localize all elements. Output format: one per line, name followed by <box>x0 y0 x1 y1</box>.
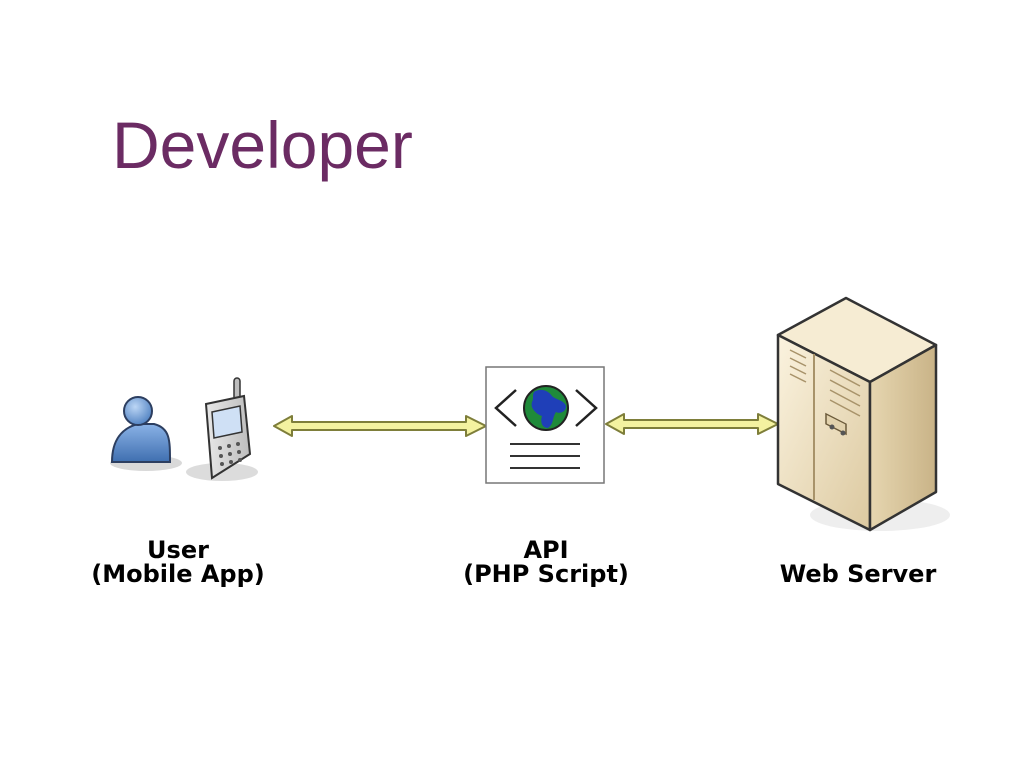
arrow-user-api <box>273 415 487 437</box>
api-label-line2: (PHP Script) <box>463 560 629 588</box>
mobile-phone-icon <box>186 377 258 481</box>
user-label-line2: (Mobile App) <box>91 560 265 588</box>
arrow-api-server <box>605 413 779 435</box>
user-icon <box>110 396 182 471</box>
api-label-line1: API <box>523 536 568 564</box>
slide-title: Developer <box>112 108 413 182</box>
web-page-globe-icon <box>485 366 605 484</box>
server-tower-icon <box>776 296 950 532</box>
server-label: Web Server <box>780 560 937 588</box>
user-label-line1: User <box>147 536 209 564</box>
